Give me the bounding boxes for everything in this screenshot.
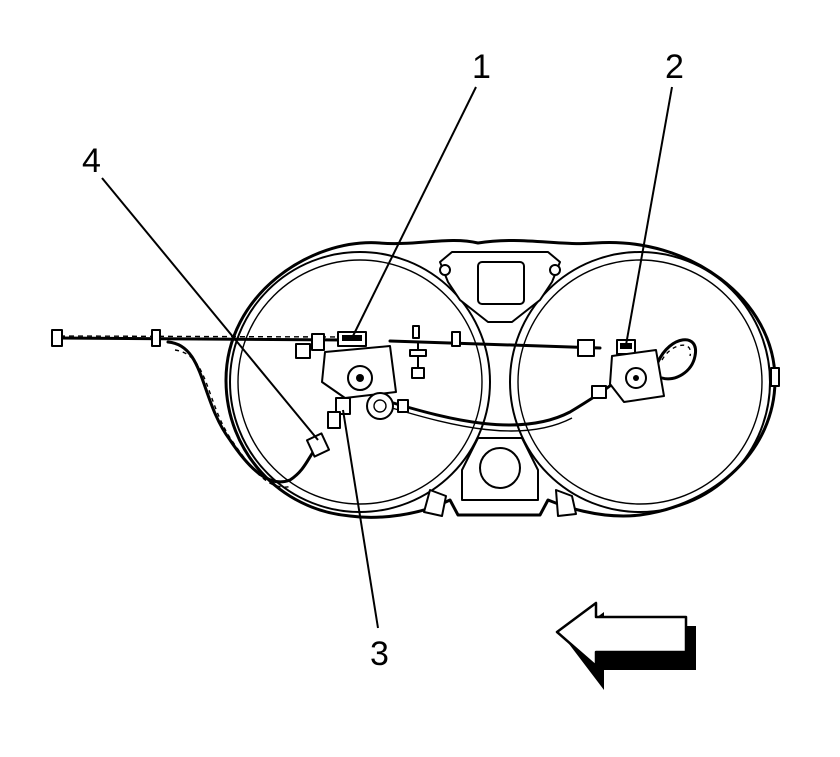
harness-lower-right-edge [391, 407, 573, 432]
harness-trunk-left-wrap [59, 335, 341, 338]
left-gauge-ring-inner [237, 259, 483, 505]
trunk-clip-2 [412, 325, 420, 339]
t-branch-clip-1 [409, 349, 427, 357]
trunk-clip-3 [451, 331, 461, 347]
right-gauge-ring-inner [517, 259, 763, 505]
harness-end-cap [51, 329, 63, 347]
connector-2-latch [620, 343, 632, 349]
center-module-pin [356, 374, 364, 382]
housing-tab-right [770, 367, 780, 387]
callout-2: 2 [665, 48, 684, 86]
rotary-sensor [366, 392, 394, 420]
connector-3-plug [327, 411, 341, 429]
leader-line-1 [351, 86, 477, 339]
bottom-mount-hole [479, 447, 521, 489]
rotary-sensor-connector [397, 399, 409, 413]
harness-loop-right-wrap [661, 344, 692, 361]
harness-trunk-left [56, 336, 347, 342]
leader-line-2 [625, 86, 673, 346]
leader-line-4 [101, 177, 319, 441]
rotary-sensor-center [373, 399, 387, 413]
trunk-connector-c [577, 339, 595, 357]
callout-1: 1 [472, 48, 491, 86]
callout-4: 4 [82, 142, 101, 180]
bottom-tab-right [555, 489, 577, 517]
right-module-pin [633, 375, 639, 381]
arrow-left-icon [555, 601, 696, 690]
harness-branch-4-wrap [174, 349, 293, 488]
trunk-connector-b [311, 333, 325, 351]
bottom-tab-left [423, 489, 447, 517]
trunk-connector-a [295, 343, 311, 359]
leader-lines [101, 86, 673, 629]
right-module-assembly [609, 339, 665, 403]
top-bracket-window [477, 261, 525, 305]
center-module-assembly [321, 331, 409, 429]
harness-loop-right [656, 338, 697, 381]
callout-3: 3 [370, 635, 389, 673]
harness-trunk-right [388, 339, 602, 350]
cluster-housing [224, 238, 780, 519]
leader-line-3 [342, 409, 379, 629]
lower-harness-connector [591, 385, 607, 399]
top-bracket-screw-right [549, 264, 561, 276]
t-branch-clip-2 [411, 367, 425, 379]
connector-4 [305, 432, 331, 458]
right-gauge-ring [509, 251, 771, 513]
wiring-harness [51, 325, 697, 488]
harness-lower-right [388, 380, 617, 427]
top-bracket-screw-left [439, 264, 451, 276]
harness-clip-1 [151, 329, 161, 347]
